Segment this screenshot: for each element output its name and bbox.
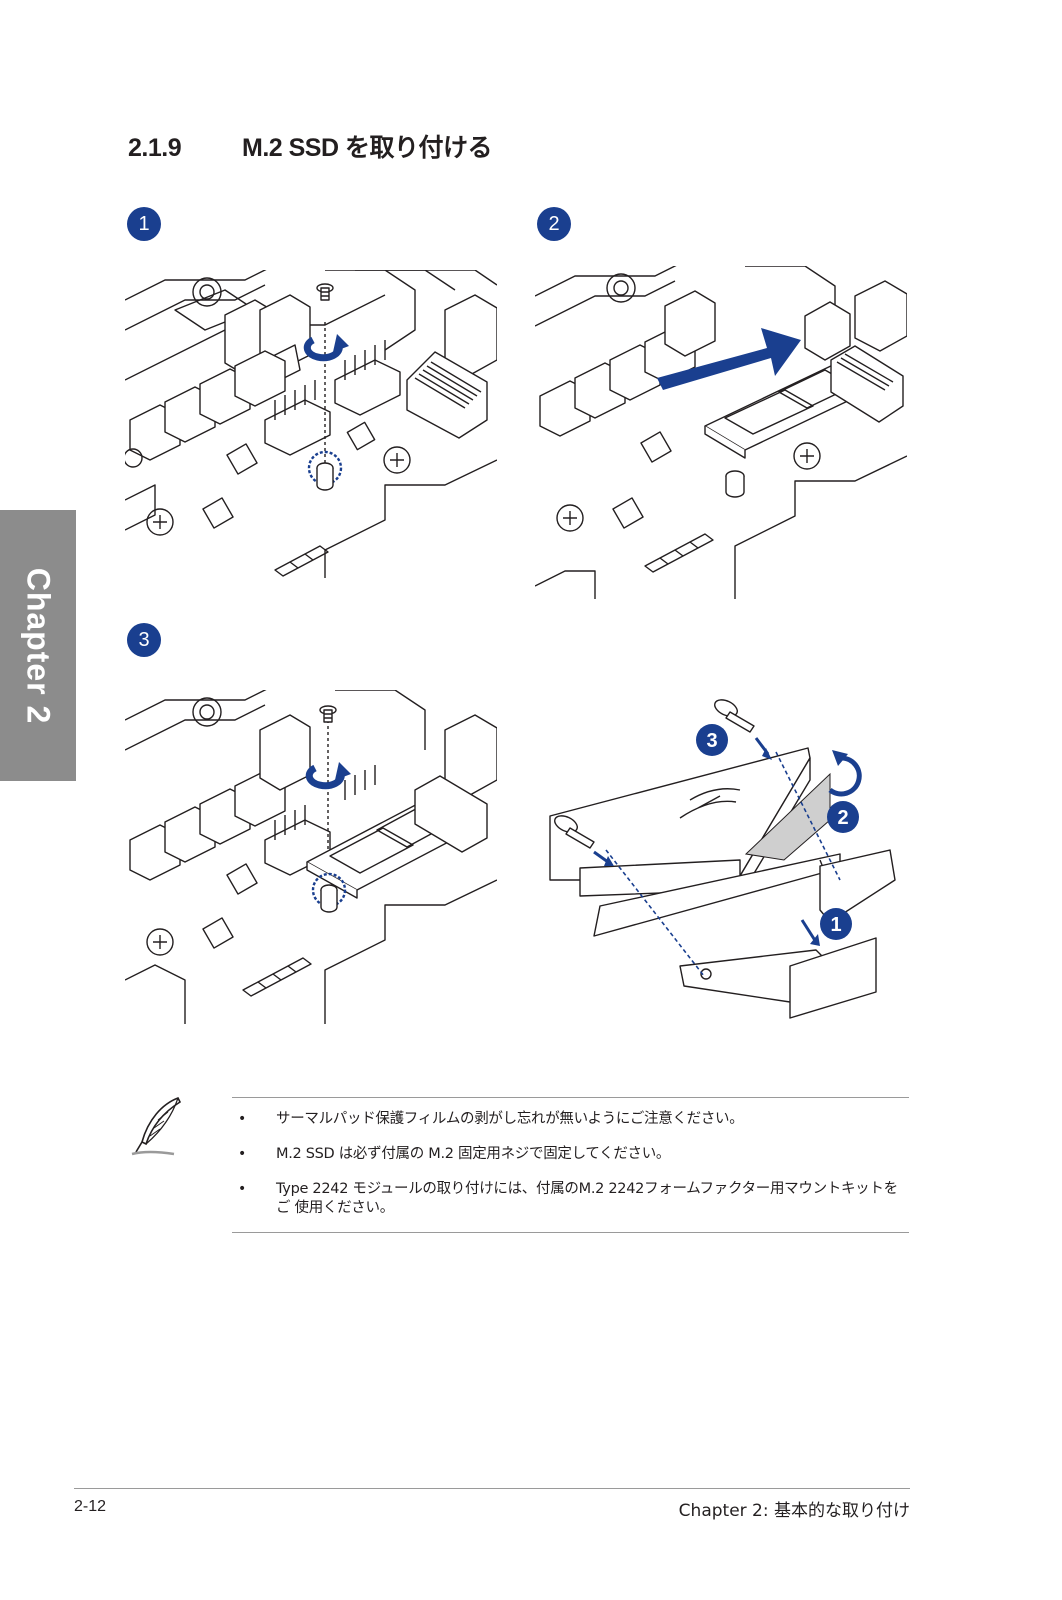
- section-number: 2.1.9: [128, 134, 182, 162]
- illustration-step-2: [535, 266, 907, 599]
- rotate-arrow-icon: [828, 750, 862, 797]
- m2-socket: [414, 775, 488, 853]
- callout-2: 2: [827, 801, 859, 833]
- standoff-icon: [311, 872, 347, 913]
- chapter-tab-label: Chapter 2: [20, 567, 57, 725]
- m2-socket: [830, 345, 904, 423]
- m2-socket: [406, 351, 488, 439]
- standoff-icon: [307, 450, 343, 491]
- cross-screw-icon: [556, 442, 821, 532]
- illustration-step-1: [125, 270, 497, 578]
- cross-screw-icon: [146, 928, 174, 956]
- notes-list: サーマルパッド保護フィルムの剥がし忘れが無いようにご注意ください。 M.2 SS…: [232, 1110, 909, 1218]
- vrm-chokes: [129, 350, 286, 461]
- push-arrow-icon: [657, 328, 801, 390]
- section-title: 2.1.9 M.2 SSD を取り付ける: [128, 128, 492, 164]
- m2-socket: [819, 849, 896, 923]
- step-badge-3: 3: [127, 623, 161, 657]
- footer-chapter-title: Chapter 2: 基本的な取り付け: [678, 1501, 910, 1521]
- rotate-arrow-icon: [303, 334, 349, 362]
- pin-headers: [264, 340, 401, 456]
- notes-box: サーマルパッド保護フィルムの剥がし忘れが無いようにご注意ください。 M.2 SS…: [232, 1097, 909, 1233]
- note-item: Type 2242 モジュールの取り付けには、付属のM.2 2242フォームファ…: [232, 1180, 909, 1218]
- bracket: [679, 937, 877, 1019]
- page-number: 2-12: [74, 1498, 107, 1515]
- cross-screw-icon: [146, 446, 411, 536]
- standoff-icon: [725, 470, 745, 498]
- svg-text:3: 3: [706, 730, 717, 752]
- svg-text:1: 1: [830, 914, 841, 936]
- step-badge-2: 2: [537, 207, 571, 241]
- illustration-exploded-view: 3 2 1: [549, 699, 896, 1019]
- feather-note-icon: [131, 1096, 182, 1156]
- screw-icon: [554, 699, 755, 849]
- callout-1: 1: [820, 908, 852, 940]
- screw-icon: [316, 283, 334, 301]
- step-badge-1: 1: [127, 207, 161, 241]
- note-item: サーマルパッド保護フィルムの剥がし忘れが無いようにご注意ください。: [232, 1110, 909, 1129]
- svg-text:2: 2: [837, 807, 848, 829]
- footer-divider: [74, 1488, 910, 1489]
- dimm-slots: [325, 270, 497, 376]
- note-item: M.2 SSD は必ず付属の M.2 固定用ネジで固定してください。: [232, 1145, 909, 1164]
- chapter-tab: Chapter 2: [0, 510, 76, 781]
- callout-3: 3: [696, 724, 728, 756]
- illustration-step-3: [125, 690, 497, 1024]
- rotate-arrow-icon: [305, 762, 351, 790]
- heatsink-fins: [224, 294, 311, 386]
- vrm-chokes: [129, 770, 286, 881]
- section-title-text: M.2 SSD を取り付ける: [242, 134, 492, 162]
- screw-icon: [319, 705, 337, 723]
